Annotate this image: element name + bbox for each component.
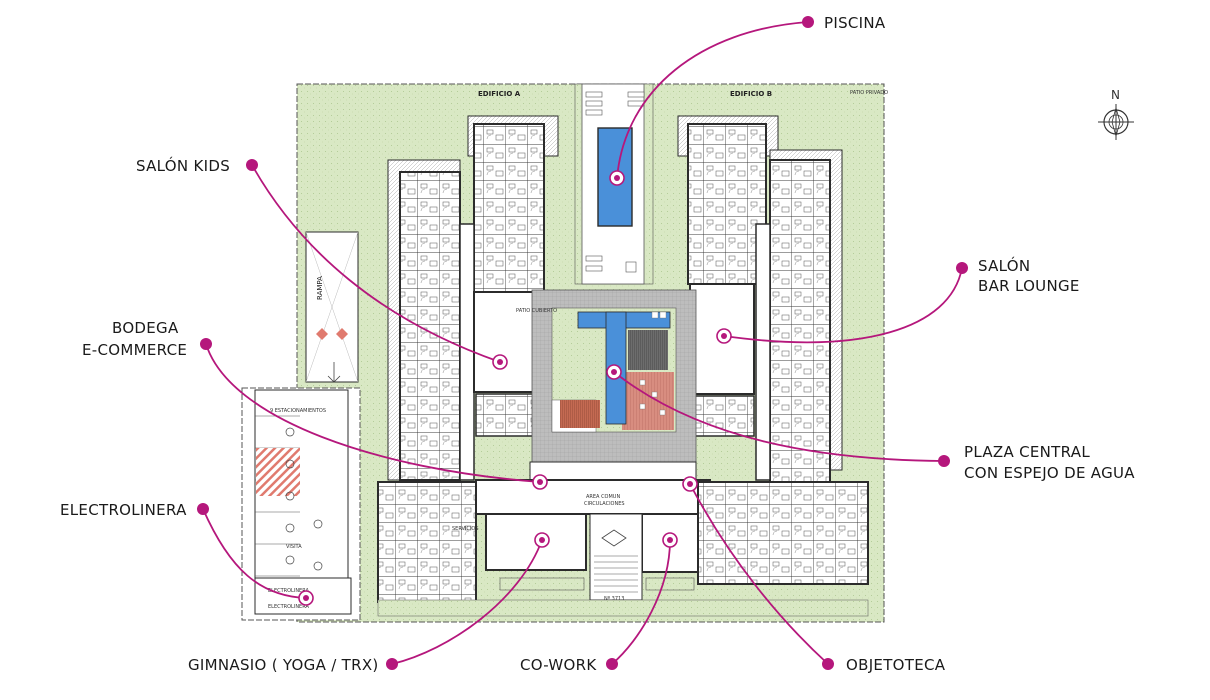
- ring-salon-kids: [492, 354, 508, 370]
- dot-electrolinera: [197, 503, 209, 515]
- visita-text: VISITA: [286, 544, 302, 550]
- ring-plaza: [606, 364, 622, 380]
- leader-plaza: [613, 371, 945, 462]
- edificio-b-label: EDIFICIO B: [730, 90, 772, 98]
- dot-cowork: [606, 658, 618, 670]
- patio-cubierto-text: PATIO CUBIERTO: [516, 308, 557, 314]
- ring-objetoteca: [682, 476, 698, 492]
- ring-piscina: [609, 170, 625, 186]
- north-letter: N: [1111, 88, 1120, 102]
- ring-bodega: [532, 474, 548, 490]
- leader-bodega: [205, 343, 541, 483]
- label-objetoteca: OBJETOTECA: [846, 656, 946, 674]
- dot-gimnasio: [386, 658, 398, 670]
- leader-gimnasio: [391, 539, 543, 665]
- rampa-label: RAMPA: [316, 276, 324, 300]
- electrolinera-stalls: [256, 448, 300, 496]
- dot-objetoteca: [822, 658, 834, 670]
- dot-plaza: [938, 455, 950, 467]
- leader-lines: [202, 21, 963, 665]
- label-bar-lounge-2: BAR LOUNGE: [978, 277, 1080, 295]
- ring-gimnasio: [534, 532, 550, 548]
- callout-markers: [197, 16, 968, 670]
- label-gimnasio: GIMNASIO ( YOGA / TRX): [188, 656, 379, 674]
- label-plaza-2: CON ESPEJO DE AGUA: [964, 464, 1135, 482]
- floor-plan: RAMPA 9 ESTACIONAMIENTOS ELECTROLINERA E…: [241, 83, 888, 623]
- label-salon-kids: SALÓN KIDS: [136, 156, 230, 175]
- ring-electrolinera: [298, 590, 314, 606]
- label-piscina: PISCINA: [824, 14, 886, 32]
- leader-objetoteca: [689, 483, 829, 665]
- electrolinera-stall-1: ELECTROLINERA: [268, 588, 309, 594]
- electrolinera-stall-2: ELECTROLINERA: [268, 604, 309, 610]
- dot-piscina: [802, 16, 814, 28]
- north-arrow-icon: N: [1098, 88, 1134, 140]
- servicios-text: SERVICIOS: [452, 526, 479, 532]
- ring-bar-lounge: [716, 328, 732, 344]
- dot-bar-lounge: [956, 262, 968, 274]
- leader-piscina: [616, 21, 809, 179]
- label-bodega-2: E-COMMERCE: [82, 341, 187, 359]
- edificio-a-label: EDIFICIO A: [478, 90, 521, 98]
- leader-cowork: [611, 539, 671, 665]
- leader-salon-kids: [251, 164, 501, 363]
- parking-count-label: 9 ESTACIONAMIENTOS: [270, 408, 326, 414]
- dot-bodega: [200, 338, 212, 350]
- label-bodega-1: BODEGA: [112, 319, 179, 337]
- leader-electrolinera: [202, 508, 307, 599]
- patio-privado-text: PATIO PRIVADO: [850, 90, 888, 96]
- common-area: [475, 479, 711, 515]
- circulaciones-text: CIRCULACIONES: [584, 501, 625, 507]
- area-comun-text: AREA COMUN: [586, 494, 620, 500]
- label-electrolinera: ELECTROLINERA: [60, 501, 187, 519]
- address-number: Nº 3713: [604, 596, 624, 602]
- leader-bar-lounge: [723, 267, 963, 344]
- dot-salon-kids: [246, 159, 258, 171]
- ring-cowork: [662, 532, 678, 548]
- label-bar-lounge-1: SALÓN: [978, 256, 1030, 275]
- label-plaza-1: PLAZA CENTRAL: [964, 443, 1090, 461]
- callout-labels: PISCINA SALÓN KIDS SALÓN BAR LOUNGE BODE…: [60, 14, 1135, 674]
- label-cowork: CO-WORK: [520, 656, 597, 674]
